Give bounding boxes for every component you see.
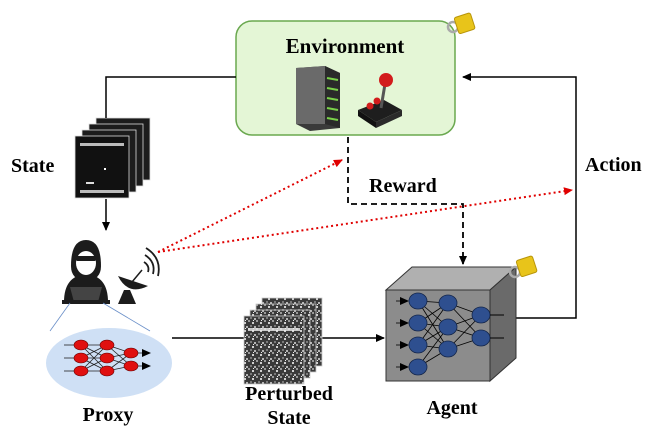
action-label: Action — [585, 154, 642, 176]
agent-output-arrows — [490, 314, 504, 339]
action-line — [462, 73, 577, 319]
joystick-icon — [358, 73, 402, 128]
reward-label: Reward — [369, 175, 437, 197]
lock-icon — [446, 12, 476, 35]
proxy-zoom-lines — [49, 302, 151, 332]
lock-icon — [508, 255, 538, 279]
proxy-nodes — [73, 339, 139, 377]
perturbed-state-label-line2: State — [267, 407, 310, 429]
proxy-label: Proxy — [83, 404, 134, 426]
attack-line-to-action — [157, 187, 573, 253]
hacker-icon — [62, 240, 110, 304]
satellite-dish-icon — [118, 247, 160, 304]
attack-line-to-environment — [157, 159, 343, 253]
environment-box: Environment — [235, 20, 456, 136]
state-label: State — [11, 155, 54, 177]
frame-stack-icon — [74, 117, 151, 199]
environment-label: Environment — [286, 34, 405, 58]
env-to-state-line — [105, 76, 236, 118]
perturbed-state-stack — [243, 297, 323, 385]
agent-box — [384, 265, 518, 383]
reward-line — [347, 137, 467, 265]
perturbed-state-label-line1: Perturbed — [245, 383, 333, 405]
agent-nodes — [408, 292, 491, 376]
server-icon — [296, 66, 340, 131]
agent-label: Agent — [426, 397, 477, 419]
